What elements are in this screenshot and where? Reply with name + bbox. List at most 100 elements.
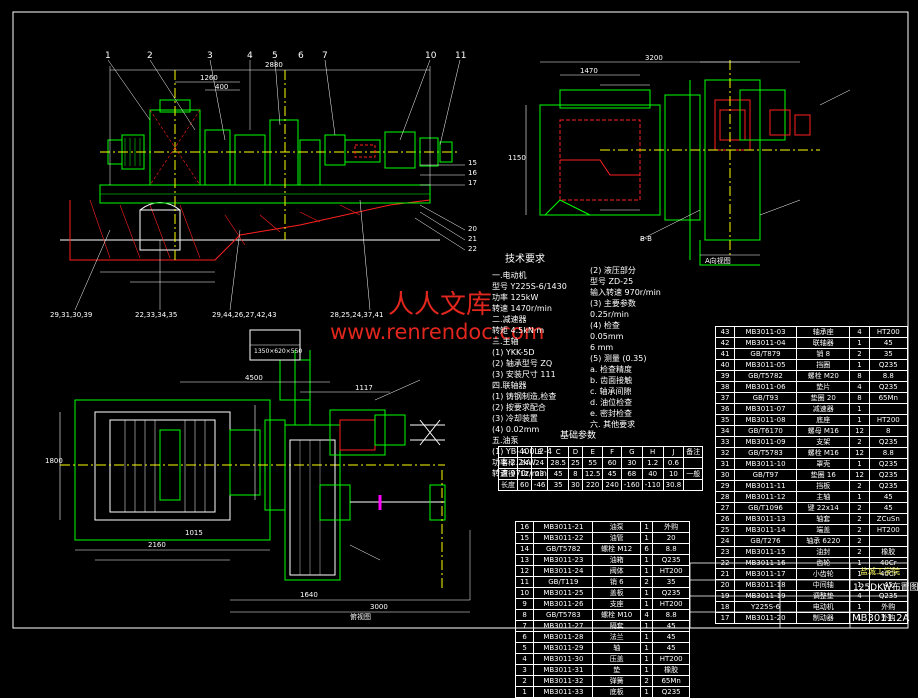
bom-right-cell: 底座: [795, 414, 851, 426]
bom-right-cell: 橡胶: [868, 546, 909, 558]
bom-right-cell: 小齿轮: [795, 568, 851, 580]
bom-right-cell: 65Mn: [868, 392, 909, 404]
bom-right-cell: 8: [849, 392, 870, 404]
bom-left-cell: 5: [514, 642, 535, 654]
callout-bottom-1: 29,31,30,39: [50, 311, 93, 319]
params-cell: 240: [602, 479, 622, 491]
dim-plan-d: 1640: [300, 591, 318, 599]
bom-right-cell: MB3011-13: [734, 513, 797, 525]
bom-left-cell: 14: [514, 543, 535, 555]
bom-left-cell: 9: [514, 598, 535, 610]
bom-right-cell: [868, 403, 909, 415]
callout-6: 6: [298, 51, 304, 61]
params-cell: [498, 446, 518, 458]
dim-side-b: 1470: [580, 67, 598, 75]
params-cell: 0.6: [662, 457, 685, 469]
params-cell: 40: [641, 468, 664, 480]
params-cell: 30: [567, 479, 583, 491]
bom-right-cell: Q235: [868, 480, 909, 492]
callout-7: 7: [322, 51, 328, 61]
bom-left-cell: 10: [514, 587, 535, 599]
bom-left-cell: 13: [514, 554, 535, 566]
params-cell: 60: [517, 479, 532, 491]
caption-plan: 俯视图: [350, 613, 371, 621]
bom-right-cell: 支架: [795, 436, 851, 448]
bom-right-cell: 2: [849, 436, 870, 448]
bom-right-cell: 4: [849, 381, 870, 393]
bom-left-cell: 11: [514, 576, 535, 588]
bom-right-cell: 油封: [795, 546, 851, 558]
dim-side-c: 1150: [508, 154, 526, 162]
bom-left-cell: 2: [639, 675, 654, 687]
params-cell: -46: [530, 479, 549, 491]
bom-right-cell: 1: [849, 403, 870, 415]
bom-right-cell: 罩壳: [795, 458, 851, 470]
bom-right-cell: 19: [714, 590, 736, 602]
callout-3: 3: [207, 51, 213, 61]
bom-left-cell: Q235: [652, 686, 690, 698]
bom-right-cell: 2: [849, 524, 870, 536]
bom-left-cell: 弹簧: [592, 675, 641, 687]
bom-right-cell: 41: [714, 348, 736, 360]
params-cell: H: [641, 446, 664, 458]
bom-right-cell: 12: [849, 469, 870, 481]
tech-notes-col1: 一.电动机 型号 Y225S-6/1430 功率 125kW 转速 1470r/…: [492, 271, 567, 478]
callout-10: 10: [425, 51, 437, 61]
params-cell: 45: [602, 468, 622, 480]
bom-right-cell: 45: [868, 337, 909, 349]
params-cell: [683, 457, 704, 469]
bom-left-cell: Q235: [652, 554, 690, 566]
bom-right-cell: 27: [714, 502, 736, 514]
dim-side-a: 3200: [645, 54, 663, 62]
bom-left-cell: MB3011-32: [533, 675, 594, 687]
bom-right-cell: 45: [868, 491, 909, 503]
bom-left-cell: 销 6: [592, 576, 641, 588]
bom-right-cell: MB3011-05: [734, 359, 797, 371]
bom-left-cell: 12: [514, 565, 535, 577]
bom-right-cell: 8: [849, 370, 870, 382]
bom-right-cell: 端盖: [795, 524, 851, 536]
bom-right-cell: GB/T97: [734, 469, 797, 481]
params-cell: G: [620, 446, 643, 458]
bom-left-cell: 1: [639, 620, 654, 632]
bom-right-cell: 42: [714, 337, 736, 349]
bom-left-cell: 7: [514, 620, 535, 632]
bom-right-cell: MB3011-12: [734, 491, 797, 503]
bom-right-cell: 1: [849, 359, 870, 371]
bom-left-cell: 3: [514, 664, 535, 676]
params-cell: A: [517, 446, 532, 458]
bom-right-cell: 35: [714, 414, 736, 426]
bom-right-cell: 43: [714, 326, 736, 338]
drawing-title-1: 125DKW: [853, 583, 892, 593]
bom-left-cell: 垫: [592, 664, 641, 676]
bom-right-cell: 2: [849, 546, 870, 558]
bom-right-cell: Q235: [868, 436, 909, 448]
bom-right-cell: 齿轮: [795, 557, 851, 569]
bom-left-cell: MB3011-21: [533, 521, 594, 533]
bom-left-cell: MB3011-29: [533, 642, 594, 654]
bom-left-cell: 45: [652, 642, 690, 654]
bom-right-cell: ZCuSn: [868, 513, 909, 525]
callout-11: 11: [455, 51, 467, 61]
bom-right-cell: 39: [714, 370, 736, 382]
params-cell: F: [602, 446, 622, 458]
bom-right-cell: GB/T5783: [734, 447, 797, 459]
bom-right-cell: 制动器: [795, 612, 851, 624]
elevation-view: [60, 59, 466, 311]
bom-left-cell: 底板: [592, 686, 641, 698]
params-cell: 30: [620, 457, 643, 469]
bom-right-cell: 28: [714, 491, 736, 503]
bom-right-cell: 22: [714, 557, 736, 569]
bom-right-cell: 37: [714, 392, 736, 404]
